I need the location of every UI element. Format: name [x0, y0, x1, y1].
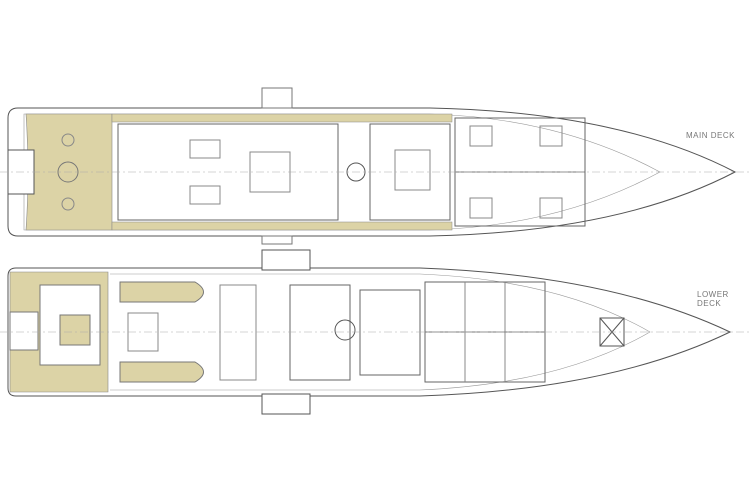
- lower-deck-inner-outline: [110, 273, 651, 391]
- lower-transom: [9, 311, 39, 351]
- engine-room: [289, 284, 351, 381]
- lower-deck-plan: [0, 249, 750, 415]
- main-deck-plan: [0, 87, 750, 245]
- main-deck-side-deck-starboard: [111, 221, 453, 231]
- tender-1: [119, 281, 204, 303]
- tender-2: [119, 361, 204, 383]
- crew-mess: [359, 289, 421, 376]
- main-deck-side-deck-port: [111, 113, 453, 123]
- main-deck-label: MAIN DECK: [686, 131, 735, 140]
- lower-staircase: [334, 319, 356, 341]
- spiral-stair-aft: [57, 161, 79, 183]
- lower-deck-label: LOWER DECK: [697, 290, 729, 308]
